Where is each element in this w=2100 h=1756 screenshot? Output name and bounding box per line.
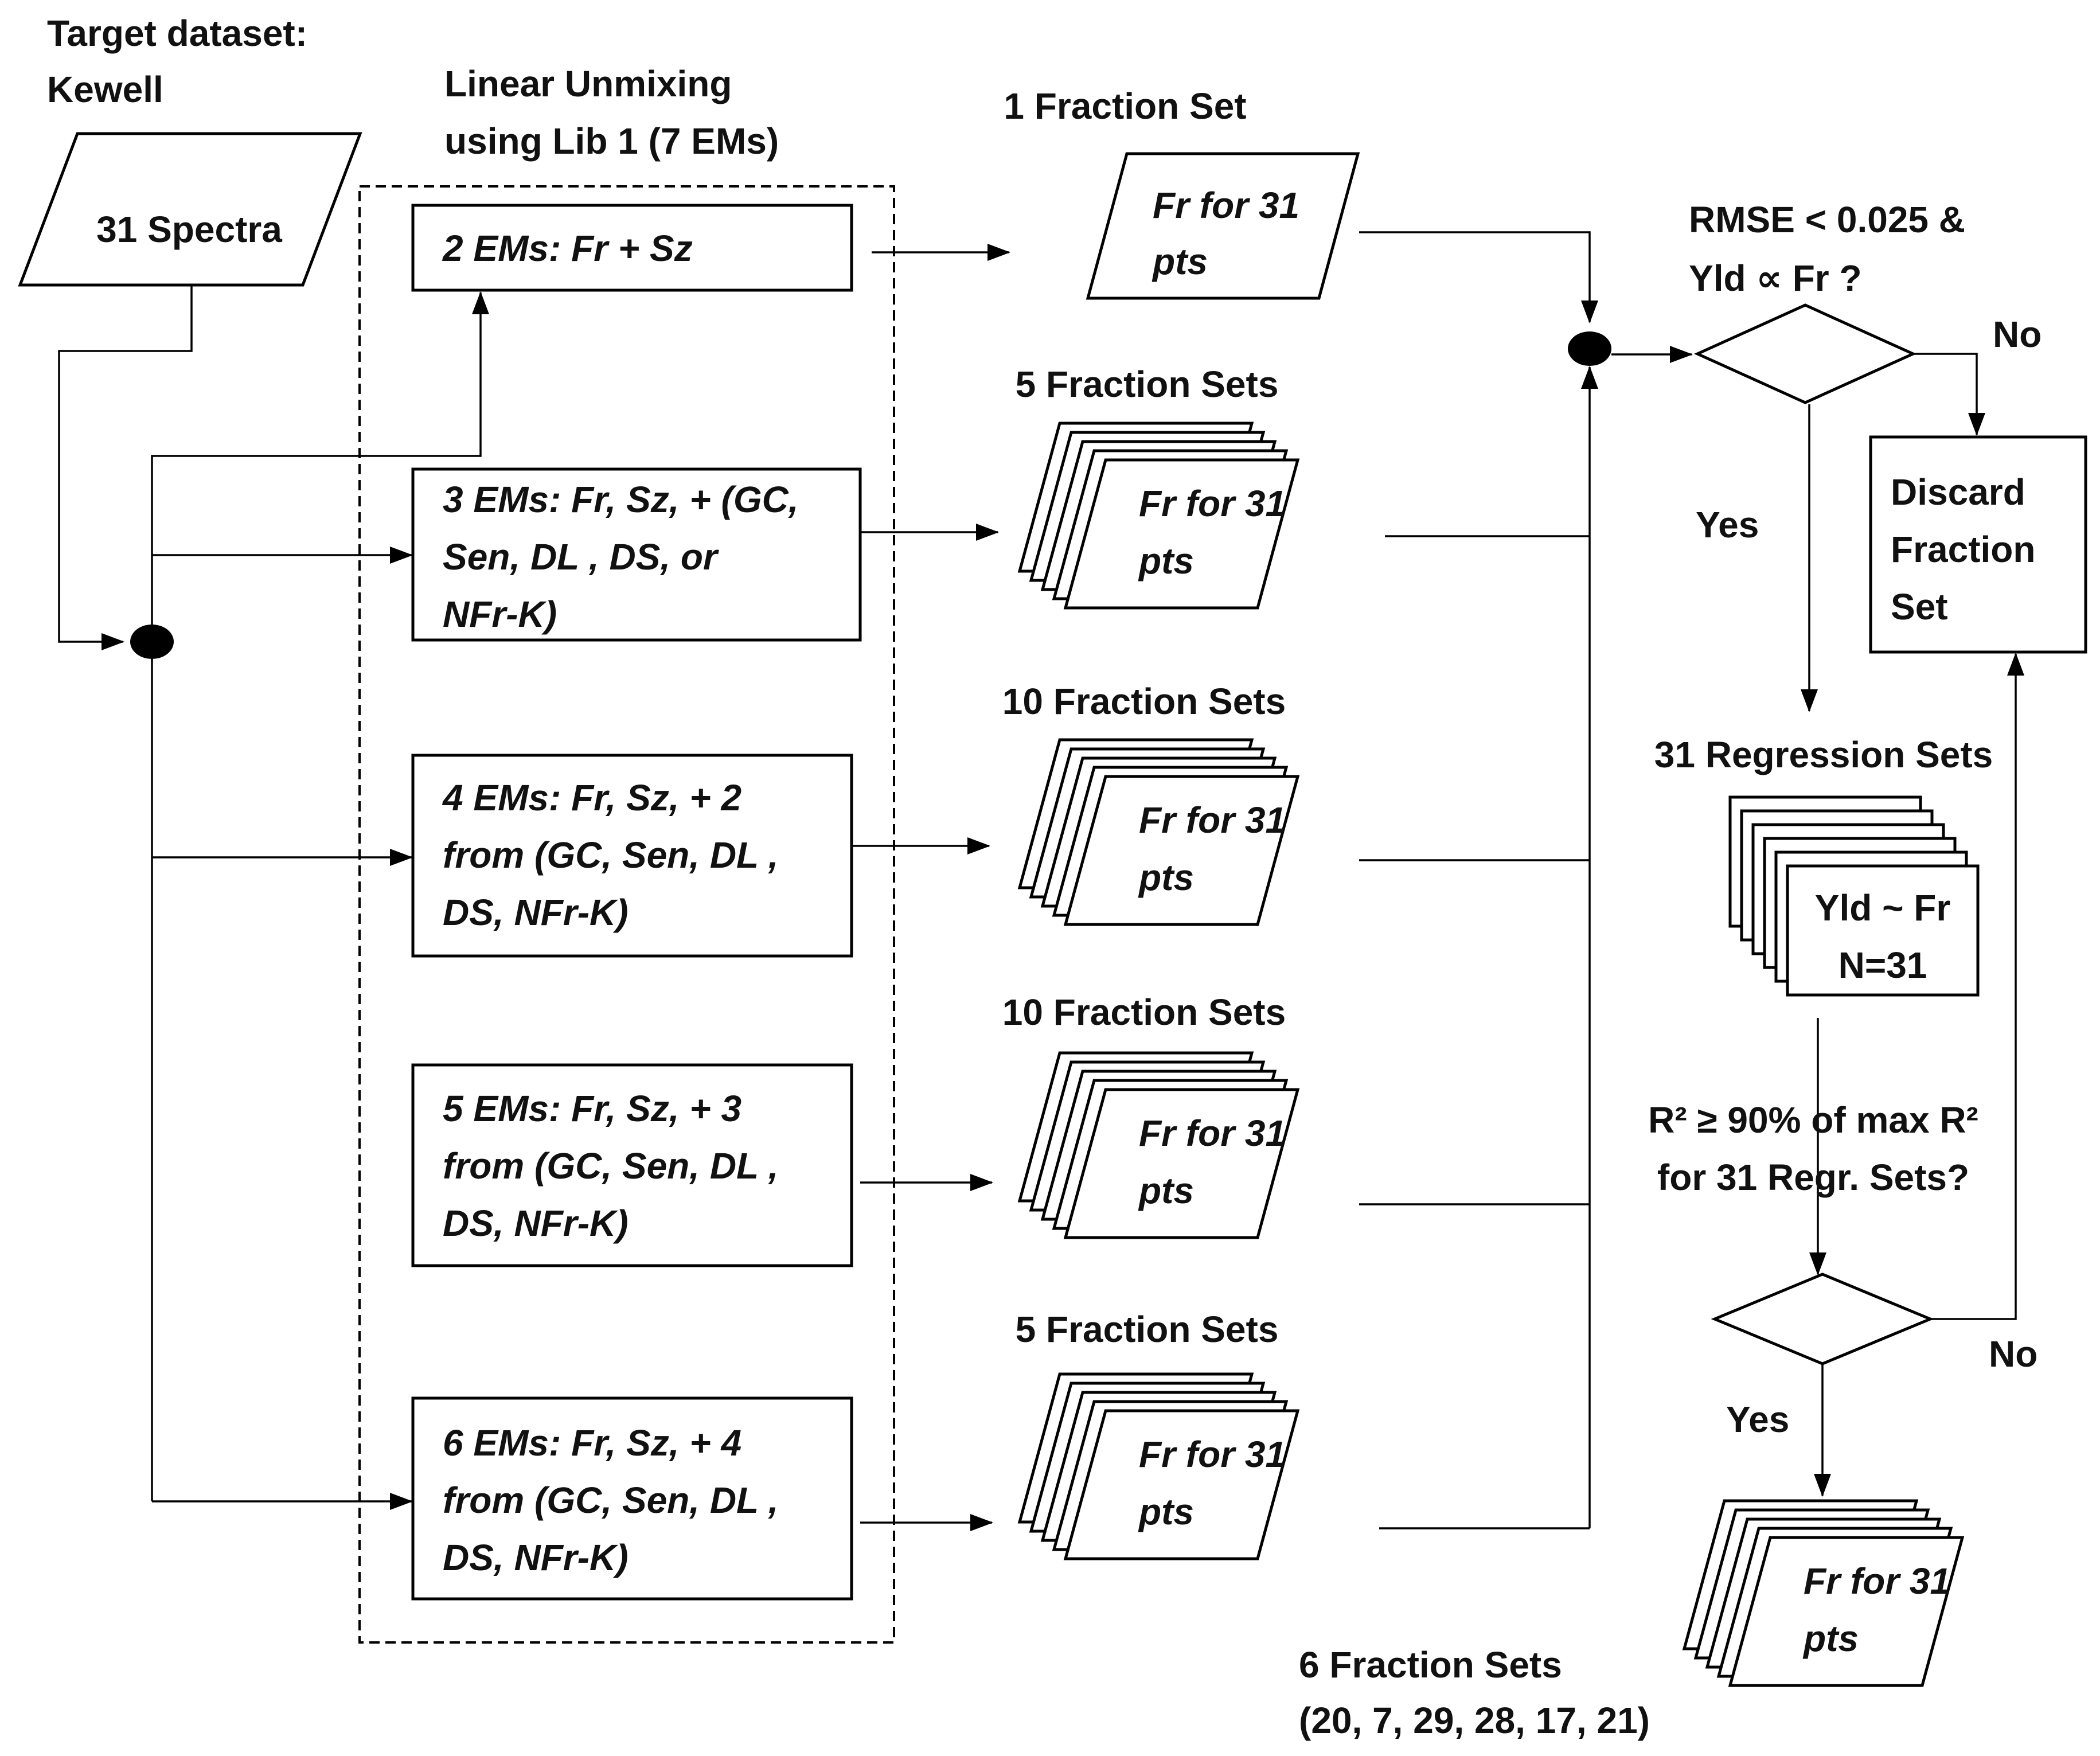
discard-line1: Discard: [1891, 471, 2025, 513]
fraction-group-3-label: 10 Fraction Sets: [1002, 681, 1286, 722]
decision-1-yes-label: Yes: [1696, 504, 1759, 545]
decision-2-no-label: No: [1989, 1333, 2037, 1375]
regression-card-line2: N=31: [1839, 945, 1927, 986]
em-box-3-line1: 3 EMs: Fr, Sz, + (GC,: [443, 479, 799, 520]
fraction-stack-group-5: Fr for 31 pts: [1017, 1372, 1300, 1560]
em-box-3-rect: [411, 467, 862, 642]
em-box-6-line2: from (GC, Sen, DL ,: [443, 1480, 779, 1521]
em-box-6: 6 EMs: Fr, Sz, + 4 from (GC, Sen, DL , D…: [411, 1396, 853, 1601]
em-box-5: 5 EMs: Fr, Sz, + 3 from (GC, Sen, DL , D…: [411, 1063, 853, 1267]
regression-sets-label: 31 Regression Sets: [1654, 734, 1993, 775]
regression-card-front: Yld ~ Fr N=31: [1786, 864, 1980, 997]
em-box-4: 4 EMs: Fr, Sz, + 2 from (GC, Sen, DL , D…: [411, 754, 853, 958]
fraction-stack-group-3: Fr for 31 pts: [1017, 738, 1300, 926]
discard-box: Discard Fraction Set: [1869, 435, 2087, 654]
fraction-card-line1: Fr for 31: [1804, 1560, 1950, 1602]
spectra-input-label: 31 Spectra: [96, 209, 282, 250]
result-fraction-stack: Fr for 31 pts: [1682, 1499, 1965, 1687]
target-dataset-name: Kewell: [47, 69, 163, 110]
fraction-card-line1: Fr for 31: [1153, 185, 1299, 226]
fraction-card-front: [1063, 458, 1300, 610]
collector-junction-dot: [1568, 331, 1611, 366]
unmixing-title-line2: using Lib 1 (7 EMs): [444, 120, 779, 162]
fraction-card-line1: Fr for 31: [1139, 1113, 1286, 1154]
unmixing-title-line1: Linear Unmixing: [444, 63, 732, 104]
discard-box-rect: [1869, 435, 2087, 654]
spectra-to-junction-line: [58, 285, 193, 650]
trunk-to-em2-line: [151, 291, 489, 1501]
discard-line3: Set: [1891, 586, 1948, 627]
em-box-5-line1: 5 EMs: Fr, Sz, + 3: [443, 1088, 741, 1129]
discard-line2: Fraction: [1891, 529, 2035, 570]
linear-unmixing-group: [358, 185, 895, 1644]
em-box-6-rect: [411, 1396, 853, 1601]
em-box-2-line1: 2 EMs: Fr + Sz: [442, 228, 693, 269]
fraction-group-2-label: 5 Fraction Sets: [1016, 364, 1279, 405]
spectra-input-shape: [18, 132, 362, 287]
em-box-6-line3: DS, NFr-K): [443, 1537, 629, 1578]
em-box-4-rect: [411, 754, 853, 958]
fraction-group-1-label: 1 Fraction Set: [1004, 85, 1246, 127]
fraction-card-line2: pts: [1138, 1491, 1194, 1532]
em-box-2: 2 EMs: Fr + Sz: [411, 204, 853, 292]
fraction-card-front: [1063, 775, 1300, 926]
em-box-3-line3: NFr-K): [443, 594, 557, 635]
decision-2-diamond: [1711, 1273, 1934, 1365]
decision-2-yes-label: Yes: [1726, 1399, 1789, 1440]
em-box-2-rect: [411, 204, 853, 292]
fraction-card-line1: Fr for 31: [1139, 483, 1286, 524]
fraction-stack-group-4: Fr for 31 pts: [1017, 1051, 1300, 1239]
result-label-line2: (20, 7, 29, 28, 17, 21): [1299, 1700, 1650, 1741]
fraction-card-group-1: Fr for 31 pts: [1086, 152, 1360, 300]
regression-card-rect: [1786, 864, 1980, 997]
fraction-group-5-label: 5 Fraction Sets: [1016, 1309, 1279, 1350]
em-box-4-line3: DS, NFr-K): [443, 892, 629, 933]
decision-1-diamond: [1693, 303, 1917, 404]
em-box-4-line2: from (GC, Sen, DL ,: [443, 834, 779, 876]
em-box-6-line1: 6 EMs: Fr, Sz, + 4: [443, 1422, 741, 1464]
fraction-stack-group-2: Fr for 31 pts: [1017, 422, 1300, 610]
fraction-card-front: [1063, 1409, 1300, 1560]
fraction-card-line2: pts: [1802, 1618, 1859, 1659]
fraction-card-front: [1063, 1088, 1300, 1239]
decision-1-no-label: No: [1993, 314, 2042, 355]
decision-1-line2: Yld ∝ Fr ?: [1689, 257, 1862, 299]
target-dataset-label: Target dataset:: [47, 13, 307, 54]
regression-card-line1: Yld ~ Fr: [1815, 887, 1951, 928]
fraction-card-line2: pts: [1138, 857, 1194, 898]
decision-2-no-line: [1930, 653, 2024, 1320]
fraction-card-shape: [1086, 152, 1360, 300]
fraction-card-line1: Fr for 31: [1139, 1434, 1286, 1475]
decision-2-line1: R² ≥ 90% of max R²: [1648, 1099, 1978, 1141]
decision-1-line1: RMSE < 0.025 &: [1689, 199, 1965, 240]
em-box-5-line3: DS, NFr-K): [443, 1203, 629, 1244]
fraction-group-4-label: 10 Fraction Sets: [1002, 992, 1286, 1033]
em-box-5-line2: from (GC, Sen, DL ,: [443, 1145, 779, 1187]
decision-2-line2: for 31 Regr. Sets?: [1657, 1157, 1969, 1198]
collector-line-group-1: [1359, 231, 1598, 323]
fraction-card-line2: pts: [1138, 540, 1194, 582]
em-box-3: 3 EMs: Fr, Sz, + (GC, Sen, DL , DS, or N…: [411, 467, 862, 642]
fraction-card-line2: pts: [1138, 1170, 1194, 1211]
fraction-card-front: [1728, 1536, 1965, 1687]
em-box-4-line1: 4 EMs: Fr, Sz, + 2: [442, 777, 741, 818]
em-box-5-rect: [411, 1063, 853, 1267]
result-label-line1: 6 Fraction Sets: [1299, 1644, 1562, 1685]
fraction-card-line2: pts: [1152, 241, 1208, 282]
em-box-3-line2: Sen, DL , DS, or: [443, 536, 719, 577]
decision-1-no-line: [1913, 353, 1985, 436]
fraction-card-line1: Fr for 31: [1139, 799, 1286, 841]
